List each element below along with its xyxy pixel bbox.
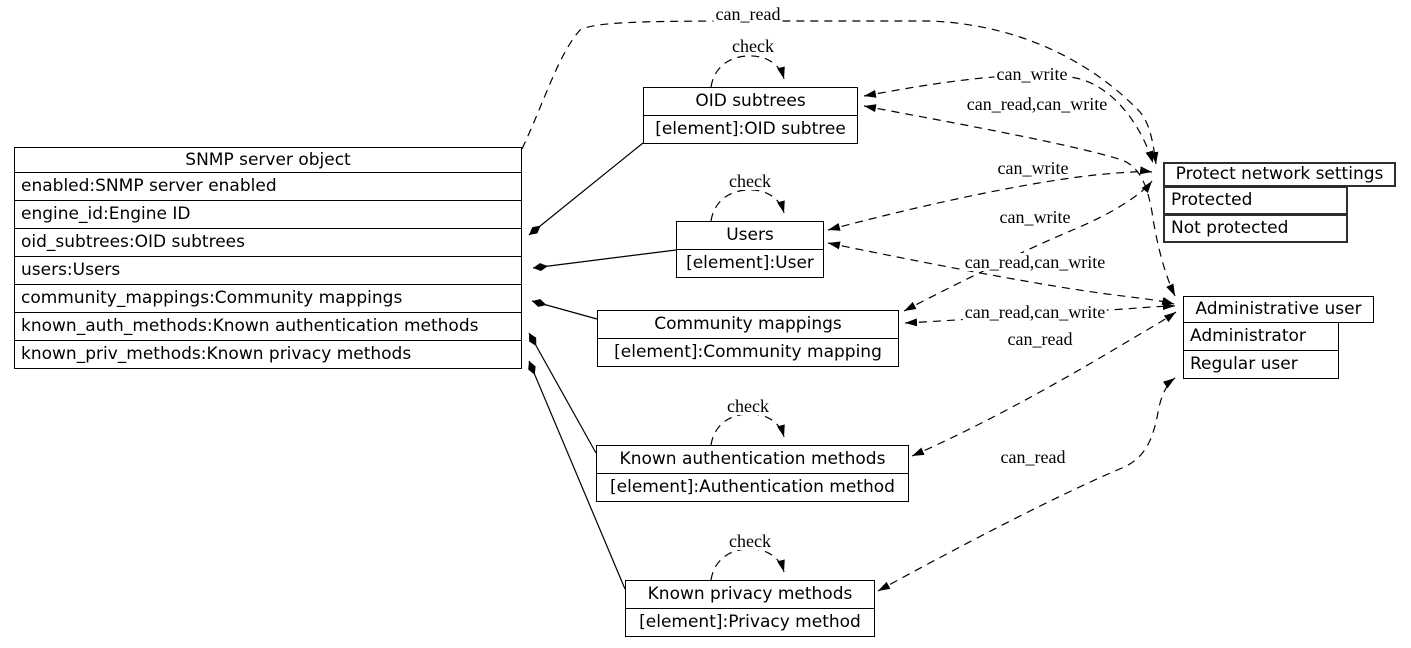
attribute-row: [element]:Authentication method xyxy=(596,473,909,502)
edge-label-can-read: can_read xyxy=(998,447,1068,467)
edge-label-check: check xyxy=(725,396,771,416)
edge-label-check: check xyxy=(727,171,773,191)
enum-value-row: Not protected xyxy=(1163,214,1348,243)
edge-snmp-kpm-composition xyxy=(528,360,626,590)
edge-snmp-kam-composition xyxy=(528,332,597,454)
attribute-row: users:Users xyxy=(14,256,522,285)
edge-snmp-oid-composition xyxy=(528,142,644,236)
enum-value-row: Administrator xyxy=(1183,322,1339,351)
attribute-row: known_auth_methods:Known authentication … xyxy=(14,312,522,341)
edge-oid-self-check xyxy=(710,55,785,88)
attribute-row: [element]:User xyxy=(676,249,824,278)
edge-cm-pns-can-write xyxy=(903,180,1153,312)
node-title: Protect network settings xyxy=(1163,162,1396,187)
attribute-row: oid_subtrees:OID subtrees xyxy=(14,228,522,257)
node-title: Administrative user xyxy=(1183,296,1374,323)
enum-value-row: Regular user xyxy=(1183,350,1339,379)
edge-label-check: check xyxy=(730,36,776,56)
edge-label-can-read-can-write: can_read,can_write xyxy=(964,94,1110,114)
attribute-row: community_mappings:Community mappings xyxy=(14,284,522,313)
node-title: OID subtrees xyxy=(643,87,858,116)
node-title: SNMP server object xyxy=(14,147,522,173)
node-title: Users xyxy=(676,221,824,250)
edge-label-can-write: can_write xyxy=(997,207,1073,227)
edge-kam-self-check xyxy=(710,413,785,446)
edge-oid-admin-can-read-can-write xyxy=(863,104,1176,297)
edge-label-can-read: can_read xyxy=(713,4,783,24)
attribute-row: enabled:SNMP server enabled xyxy=(14,172,522,201)
edge-snmp-users-composition xyxy=(532,249,677,272)
enum-value-row: Protected xyxy=(1163,186,1348,215)
attribute-row: [element]:Privacy method xyxy=(625,608,875,637)
node-title: Community mappings xyxy=(597,310,899,339)
edge-label-can-write: can_write xyxy=(994,64,1070,84)
edge-label-can-read-can-write: can_read,can_write xyxy=(962,302,1108,322)
edge-snmp-cm-composition xyxy=(531,299,598,320)
edge-label-can-read-can-write: can_read,can_write xyxy=(962,252,1108,272)
attribute-row: [element]:Community mapping xyxy=(597,338,899,367)
edge-label-can-read: can_read xyxy=(1005,329,1075,349)
edge-users-pns-can-write xyxy=(827,166,1153,231)
attribute-row: [element]:OID subtree xyxy=(643,115,858,144)
node-title: Known authentication methods xyxy=(596,445,909,474)
node-title: Known privacy methods xyxy=(625,580,875,609)
edge-oid-pns-can-write xyxy=(863,74,1154,164)
edge-label-can-write: can_write xyxy=(995,158,1071,178)
edge-kpm-admin-can-read xyxy=(877,377,1176,592)
attribute-row: known_priv_methods:Known privacy methods xyxy=(14,340,522,369)
edge-label-check: check xyxy=(727,531,773,551)
edge-users-self-check xyxy=(710,189,785,222)
edge-kpm-self-check xyxy=(710,548,785,581)
attribute-row: engine_id:Engine ID xyxy=(14,200,522,229)
